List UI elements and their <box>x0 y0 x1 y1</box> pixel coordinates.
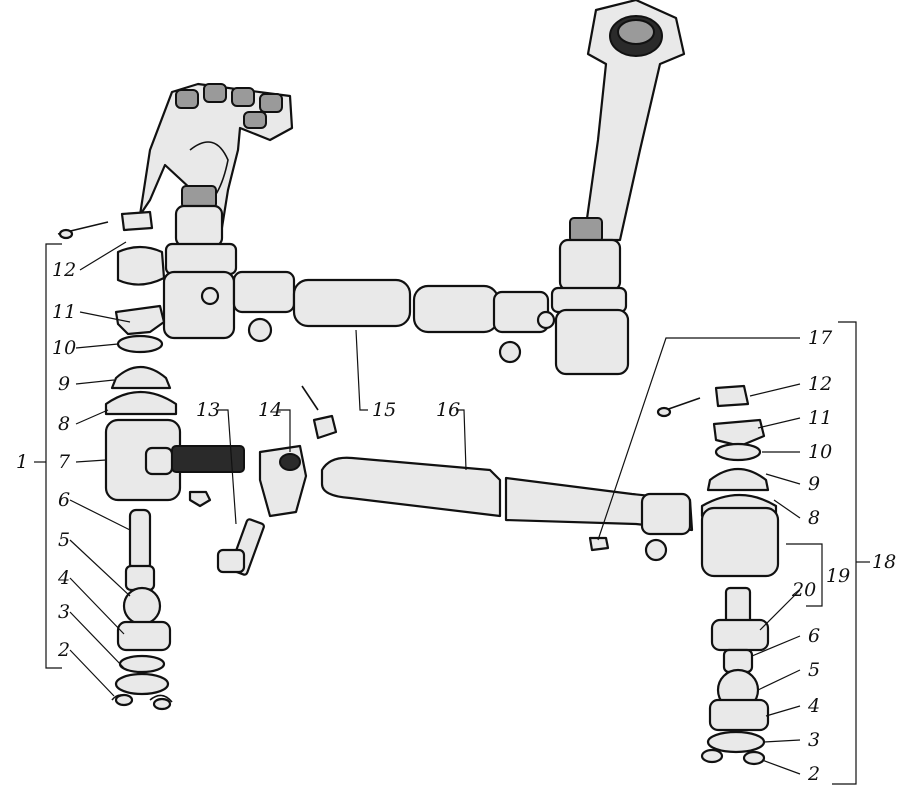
right-exploded-stack <box>656 384 780 766</box>
small-cotter-and-nut <box>301 385 338 440</box>
callout-3-right: 3 <box>808 729 820 751</box>
left-steering-arm <box>138 82 294 242</box>
callout-5-left: 5 <box>58 529 70 551</box>
callout-2-left: 2 <box>57 639 70 661</box>
left-exploded-stack <box>57 210 245 711</box>
right-castle-nut <box>714 384 750 408</box>
callout-labels: 12 11 10 9 8 1 7 6 5 4 3 2 13 14 15 16 1… <box>16 259 896 785</box>
callout-9-left: 9 <box>58 373 70 395</box>
bracket-19 <box>786 543 823 607</box>
part-4-seat <box>116 620 172 652</box>
callout-6-right: 6 <box>808 625 820 647</box>
part-6-ball-pin <box>128 508 152 572</box>
callout-15: 15 <box>372 399 396 421</box>
callout-11-right: 11 <box>808 407 832 429</box>
bracket-18 <box>832 321 870 785</box>
clamp-14 <box>258 444 308 518</box>
part-7-thread <box>171 445 245 473</box>
bracket-1 <box>34 243 62 669</box>
part-11 <box>114 304 166 336</box>
callout-17: 17 <box>808 327 833 349</box>
callout-18: 18 <box>872 551 896 573</box>
part-2-cap <box>114 672 170 696</box>
clamp-bolt-13 <box>216 518 265 576</box>
callout-14: 14 <box>258 399 282 421</box>
callout-8-left: 8 <box>58 413 70 435</box>
part-5-ball <box>122 586 162 626</box>
callout-10-left: 10 <box>52 337 76 359</box>
callout-19: 19 <box>826 565 850 587</box>
right-pitman-arm <box>582 0 686 242</box>
callout-10-right: 10 <box>808 441 832 463</box>
callout-1: 1 <box>16 451 28 473</box>
callout-20: 20 <box>791 579 816 601</box>
part-8-boot <box>104 391 178 416</box>
callout-4-right: 4 <box>807 695 820 717</box>
part-10-washer <box>116 334 164 354</box>
leader-lines <box>69 241 801 775</box>
upper-tie-rod <box>232 270 550 364</box>
upper-right-tie-rod-end <box>536 217 630 376</box>
callout-4-left: 4 <box>57 567 70 589</box>
part-9-boot <box>110 365 172 390</box>
callout-8-right: 8 <box>808 507 820 529</box>
callout-6-left: 6 <box>58 489 70 511</box>
callout-7: 7 <box>58 451 71 473</box>
part-3-spring <box>118 654 166 674</box>
callout-16: 16 <box>436 399 460 421</box>
callout-5-right: 5 <box>808 659 820 681</box>
upper-left-tie-rod-end <box>162 185 238 340</box>
callout-3-left: 3 <box>58 601 70 623</box>
part-19-housing <box>700 506 780 578</box>
callout-2-right: 2 <box>807 763 820 785</box>
callout-13: 13 <box>196 399 220 421</box>
callout-11-left: 11 <box>52 301 76 323</box>
left-castle-nut <box>120 210 154 232</box>
callout-12-right: 12 <box>808 373 832 395</box>
callout-12-left: 12 <box>52 259 76 281</box>
lower-tie-rod <box>320 456 694 562</box>
callout-9-right: 9 <box>808 473 820 495</box>
